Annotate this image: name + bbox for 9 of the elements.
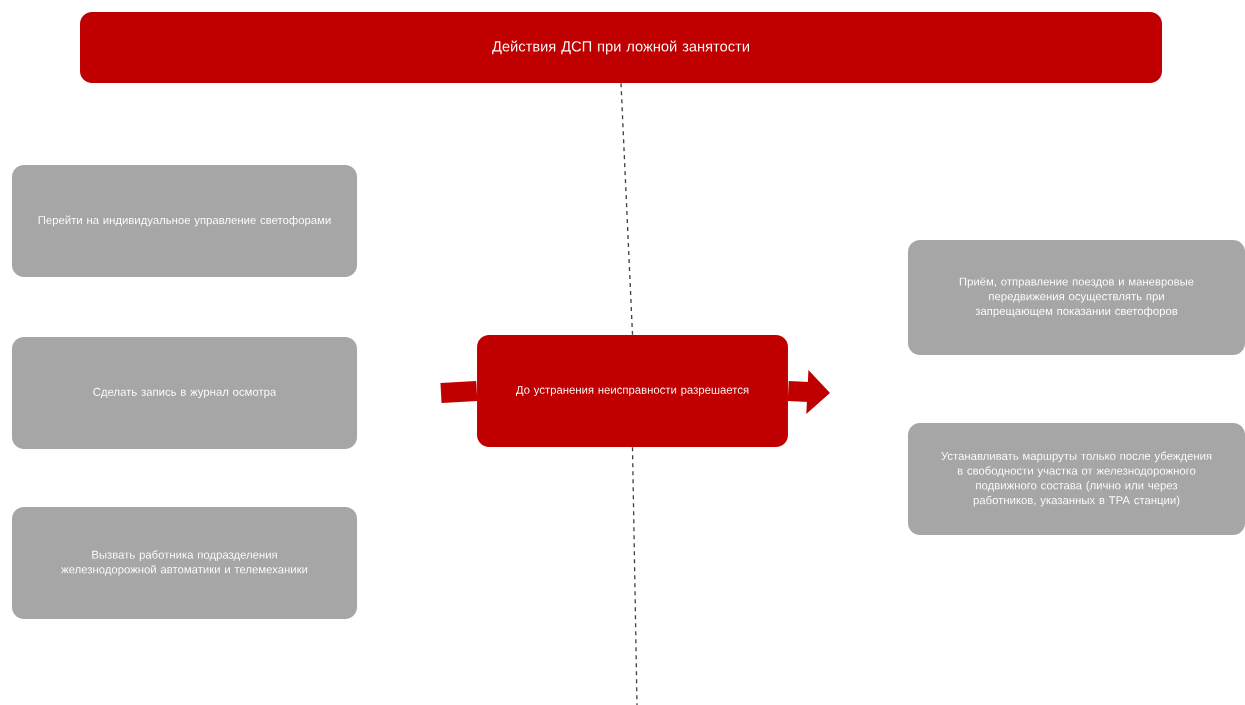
step-box: Перейти на индивидуальное управление светофорами — [12, 165, 358, 277]
dashed-line — [631, 446, 638, 705]
center-box: До устранения неисправности разрешается — [477, 335, 788, 447]
permission-box: Приём, отправление поездов и маневровые передвижения осуществлять при запрещающем показании светофоров — [908, 240, 1245, 355]
title-bar: Действия ДСП при ложной занятости — [80, 12, 1162, 83]
step-box: Сделать запись в журнал осмотра — [12, 337, 358, 449]
permission-box: Устанавливать маршруты только после убеждения в свободности участка от железнодорожного подвижного состава (лично или через работников, указанных в ТРА станции) — [908, 423, 1245, 535]
step-box: Вызвать работника подразделения железнодорожной автоматики и телемеханики — [12, 507, 358, 619]
dashed-line — [620, 82, 634, 336]
